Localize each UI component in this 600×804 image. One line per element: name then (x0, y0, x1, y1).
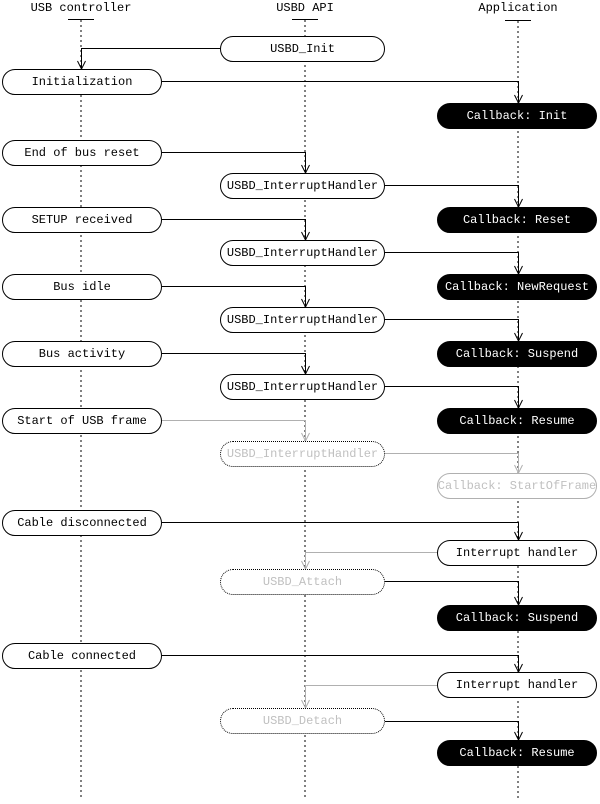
column-header-application: Application (478, 1, 558, 15)
connector-initialization-to-callback-init (162, 81, 523, 105)
start-of-usb-frame-box: Start of USB frame (2, 408, 162, 434)
connector-usbd-init-to-initialization (77, 48, 220, 71)
connector-interrupt-handler-to-usbd-detach-inactive (301, 685, 437, 710)
callback-newrequest-box: Callback: NewRequest (437, 274, 597, 300)
callback-init-box: Callback: Init (437, 103, 597, 129)
connector-bus-activity-to-interrupthandler (162, 353, 310, 376)
interrupt-handler-box-1: Interrupt handler (437, 540, 597, 566)
connector-usbd-attach-to-callback-suspend (385, 581, 523, 607)
interrupt-handler-box-2: Interrupt handler (437, 672, 597, 698)
usbd-attach-box-inactive: USBD_Attach (220, 569, 385, 595)
callback-suspend-box-2: Callback: Suspend (437, 605, 597, 631)
cable-connected-box: Cable connected (2, 643, 162, 669)
column-header-usb-controller: USB controller (30, 1, 132, 15)
usbd-interrupthandler-box-5-inactive: USBD_InterruptHandler (220, 441, 385, 467)
connector-interrupthandler-to-callback-newrequest (385, 252, 523, 276)
connector-bus-idle-to-interrupthandler (162, 286, 310, 309)
callback-startofframe-box-inactive: Callback: StartOfFrame (437, 473, 597, 499)
connector-end-of-bus-reset-to-interrupthandler (162, 152, 310, 175)
usbd-detach-box-inactive: USBD_Detach (220, 708, 385, 734)
connector-start-of-usb-frame-to-interrupthandler-inactive (162, 420, 310, 443)
callback-reset-box: Callback: Reset (437, 207, 597, 233)
connector-interrupt-handler-to-usbd-attach-inactive (301, 552, 437, 571)
usbd-init-box: USBD_Init (220, 36, 385, 62)
bus-idle-box: Bus idle (2, 274, 162, 300)
connector-usbd-detach-to-callback-resume (385, 721, 523, 742)
connector-cable-connected-to-interrupt-handler (162, 655, 523, 674)
usbd-interrupthandler-box-1: USBD_InterruptHandler (220, 173, 385, 199)
cable-disconnected-box: Cable disconnected (2, 510, 162, 536)
usbd-interrupthandler-box-4: USBD_InterruptHandler (220, 374, 385, 400)
usbd-interrupthandler-box-3: USBD_InterruptHandler (220, 307, 385, 333)
bus-activity-box: Bus activity (2, 341, 162, 367)
usbd-interrupthandler-box-2: USBD_InterruptHandler (220, 240, 385, 266)
connector-setup-received-to-interrupthandler (162, 219, 310, 242)
connector-interrupthandler-to-callback-suspend (385, 319, 523, 343)
end-of-bus-reset-box: End of bus reset (2, 140, 162, 166)
callback-resume-box-2: Callback: Resume (437, 740, 597, 766)
setup-received-box: SETUP received (2, 207, 162, 233)
connector-interrupthandler-to-callback-startofframe-inactive (385, 453, 523, 475)
connector-interrupthandler-to-callback-resume (385, 386, 523, 410)
callback-resume-box-1: Callback: Resume (437, 408, 597, 434)
initialization-box: Initialization (2, 69, 162, 95)
callback-suspend-box-1: Callback: Suspend (437, 341, 597, 367)
column-header-usbd-api: USBD API (276, 1, 334, 15)
connector-cable-disconnected-to-interrupt-handler (162, 522, 523, 542)
connector-interrupthandler-to-callback-reset (385, 185, 523, 209)
